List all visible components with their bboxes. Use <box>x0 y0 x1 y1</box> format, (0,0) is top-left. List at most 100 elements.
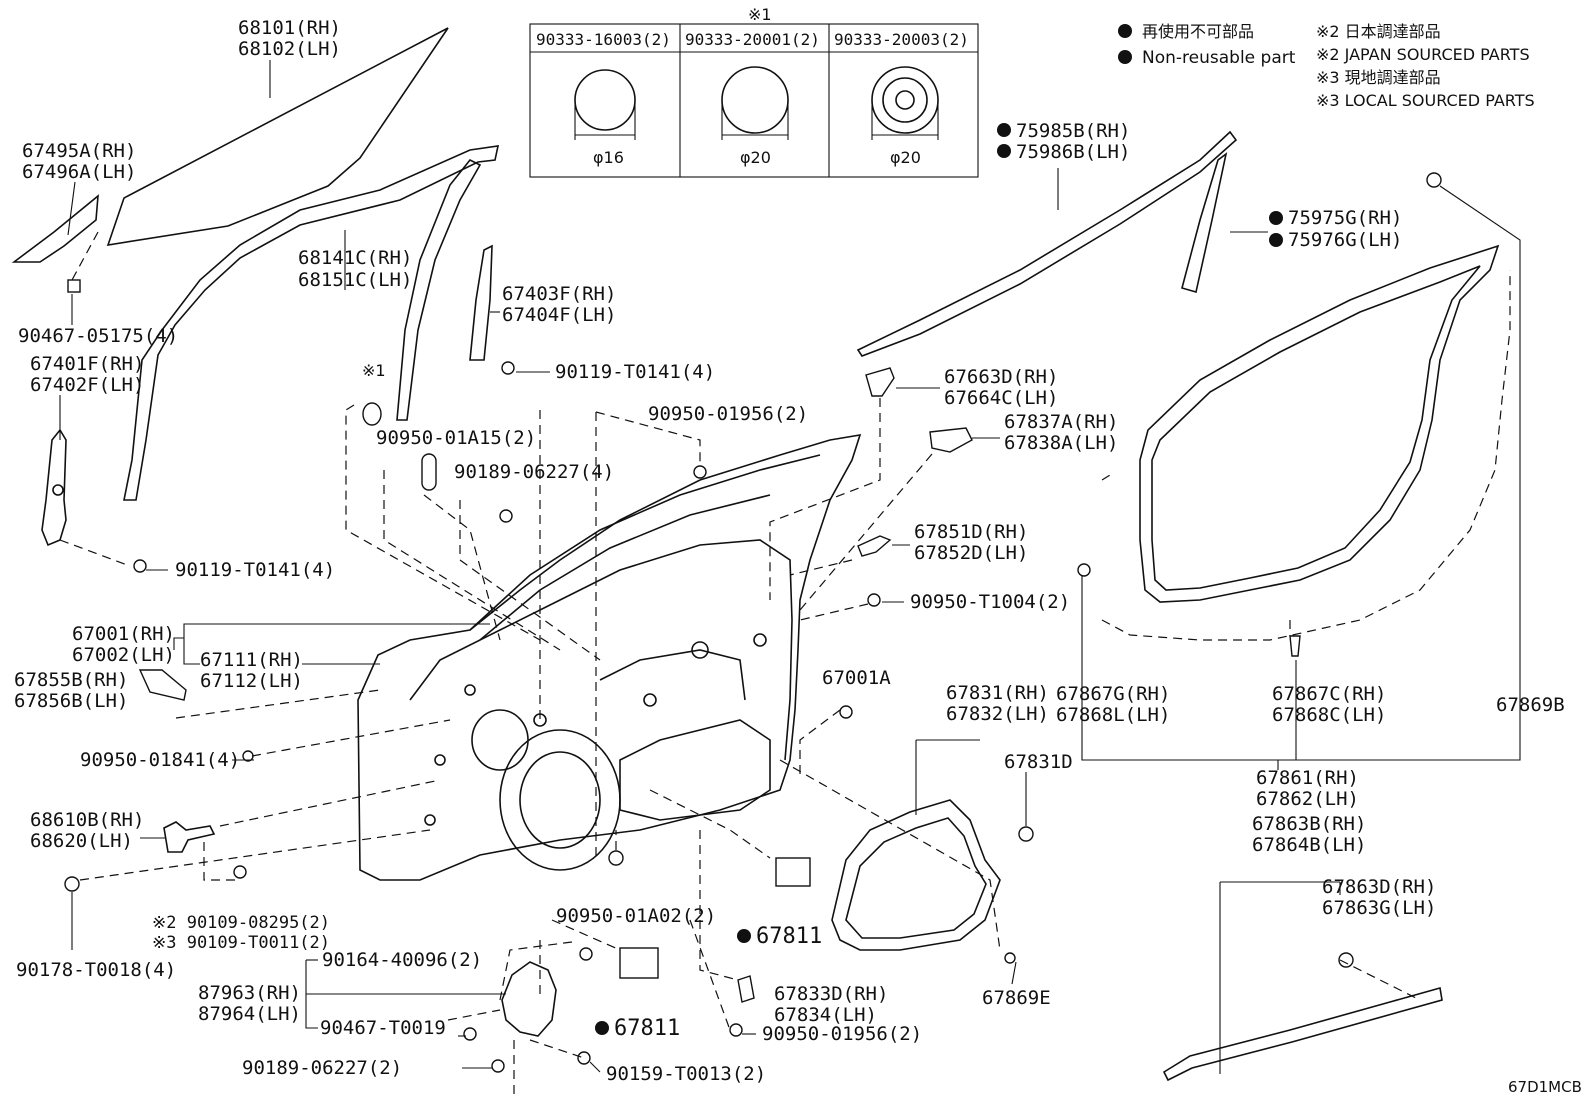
label-67663d: 67663D(RH) <box>944 366 1058 388</box>
label-67111: 67111(RH) <box>200 649 303 671</box>
label-90950-01a15: 90950-01A15(2) <box>376 427 536 449</box>
plug-table-frame <box>529 23 979 178</box>
screw-90467-05175 <box>67 279 81 293</box>
screw-67831d <box>1018 826 1034 842</box>
plug-col-2-size: φ20 <box>740 148 771 167</box>
label-90159-t0013: 90159-T0013(2) <box>606 1063 766 1085</box>
label-67862: 67862(LH) <box>1256 788 1359 810</box>
label-67869e: 67869E <box>982 987 1051 1009</box>
label-67861: 67861(RH) <box>1256 767 1359 789</box>
label-90109-08295: ※2 90109-08295(2) <box>152 913 330 933</box>
label-90189-06227-lower: 90189-06227(2) <box>242 1057 402 1079</box>
bolt-90119-regulator <box>133 559 147 573</box>
label-68610b: 68610B(RH) <box>30 809 144 831</box>
legend-local-sourced-jp: ※3 現地調達部品 <box>1316 68 1441 87</box>
striker-bracket <box>929 427 973 453</box>
label-90119-t0141-regulator: 90119-T0141(4) <box>175 559 335 581</box>
door-glass <box>106 27 449 246</box>
door-check <box>163 821 216 853</box>
label-90950-01a02: 90950-01A02(2) <box>556 905 716 927</box>
clip-67869b <box>1426 172 1442 188</box>
label-67831d: 67831D <box>1004 751 1073 773</box>
clip-90950-01956-upper <box>693 465 707 479</box>
label-67833d: 67833D(RH) <box>774 983 888 1005</box>
legend-non-reusable-jp: 再使用不可部品 <box>1142 22 1254 41</box>
label-90178-t0018: 90178-T0018(4) <box>16 959 176 981</box>
division-bar <box>396 158 482 421</box>
label-67496a: 67496A(LH) <box>22 161 136 183</box>
label-67868l: 67868L(LH) <box>1056 704 1170 726</box>
screw-90467-t0019 <box>463 1027 477 1041</box>
label-67863b: 67863B(RH) <box>1252 813 1366 835</box>
non-reusable-dot-icon <box>997 123 1011 137</box>
label-67855b: 67855B(RH) <box>14 669 128 691</box>
non-reusable-dot-icon <box>1118 50 1132 64</box>
label-67002: 67002(LH) <box>72 644 175 666</box>
non-reusable-dot-icon <box>1269 233 1283 247</box>
label-67852d: 67852D(LH) <box>914 542 1028 564</box>
label-67837a: 67837A(RH) <box>1004 411 1118 433</box>
screw-90164-40096 <box>579 947 593 961</box>
plug-table-note: ※1 <box>748 5 772 24</box>
label-75976g: 75976G(LH) <box>1288 229 1402 251</box>
label-67404f: 67404F(LH) <box>502 304 616 326</box>
dashed-assembly-lines <box>59 231 1421 1095</box>
label-67832: 67832(LH) <box>946 703 1049 725</box>
clip-67867g <box>1077 563 1091 577</box>
clip-90950-01956-lower <box>729 1023 743 1037</box>
belt-moulding <box>856 130 1238 357</box>
label-67402f: 67402F(LH) <box>30 374 144 396</box>
plug-col-1-part: 90333-16003(2) <box>536 30 671 49</box>
plug-col-2-part: 90333-20001(2) <box>685 30 820 49</box>
door-handle-bracket <box>857 535 892 557</box>
label-67856b: 67856B(LH) <box>14 690 128 712</box>
label-87964: 87964(LH) <box>198 1003 301 1025</box>
label-90950-01956-upper: 90950-01956(2) <box>648 403 808 425</box>
label-68101: 68101(RH) <box>238 17 341 39</box>
plug-table: ※1 90333-16003(2) 90333-20001(2) 90333-2… <box>529 5 979 178</box>
label-67112: 67112(LH) <box>200 670 303 692</box>
bolt-90178-t0018 <box>64 876 80 892</box>
bolt-90119-frame <box>501 361 515 375</box>
part-labels: 68101(RH) 68102(LH) 67495A(RH) 67496A(LH… <box>14 17 1565 1085</box>
label-67868c: 67868C(LH) <box>1272 704 1386 726</box>
plug-col-3-size: φ20 <box>890 148 921 167</box>
label-90189-06227-upper: 90189-06227(4) <box>454 461 614 483</box>
label-67869b: 67869B <box>1496 694 1565 716</box>
plug-16-icon <box>574 69 636 131</box>
label-67831: 67831(RH) <box>946 682 1049 704</box>
front-corner-cover <box>11 194 99 263</box>
clip-90950-01a02 <box>608 850 624 866</box>
service-hole-cover <box>831 799 1001 951</box>
label-75986b: 75986B(LH) <box>1016 141 1130 163</box>
clip-90950-t1004 <box>867 593 881 607</box>
label-90950-t1004: 90950-T1004(2) <box>910 591 1070 613</box>
label-67834: 67834(LH) <box>774 1004 877 1026</box>
grommet <box>421 453 437 491</box>
label-68620: 68620(LH) <box>30 830 133 852</box>
clip-67867c <box>1289 635 1301 657</box>
bolt-90109 <box>233 865 247 879</box>
door-opening-weatherstrip <box>1139 244 1500 603</box>
window-regulator <box>41 428 67 547</box>
label-90164-40096: 90164-40096(2) <box>322 949 482 971</box>
non-reusable-dot-icon <box>1269 211 1283 225</box>
reference-code: 67D1MCB <box>1508 1078 1582 1096</box>
legend-japan-sourced-jp: ※2 日本調達部品 <box>1316 22 1441 41</box>
label-90467-t0019: 90467-T0019 <box>320 1017 446 1039</box>
glass-run <box>123 145 500 501</box>
legend-japan-sourced-en: ※2 JAPAN SOURCED PARTS <box>1316 45 1530 64</box>
rocker-moulding <box>1162 986 1443 1082</box>
label-67403f: 67403F(RH) <box>502 283 616 305</box>
label-90950-01841: 90950-01841(4) <box>80 749 240 771</box>
clip-90189-06227-lower <box>491 1059 505 1073</box>
label-67867c: 67867C(RH) <box>1272 683 1386 705</box>
door-lock <box>501 961 557 1037</box>
clip-67833d <box>737 975 755 1003</box>
door-panel-assembly <box>357 433 862 881</box>
non-reusable-dot-icon <box>737 929 751 943</box>
rear-lower-frame <box>469 244 493 361</box>
lower-garnish <box>138 669 187 701</box>
label-90950-01956-lower: 90950-01956(2) <box>762 1023 922 1045</box>
